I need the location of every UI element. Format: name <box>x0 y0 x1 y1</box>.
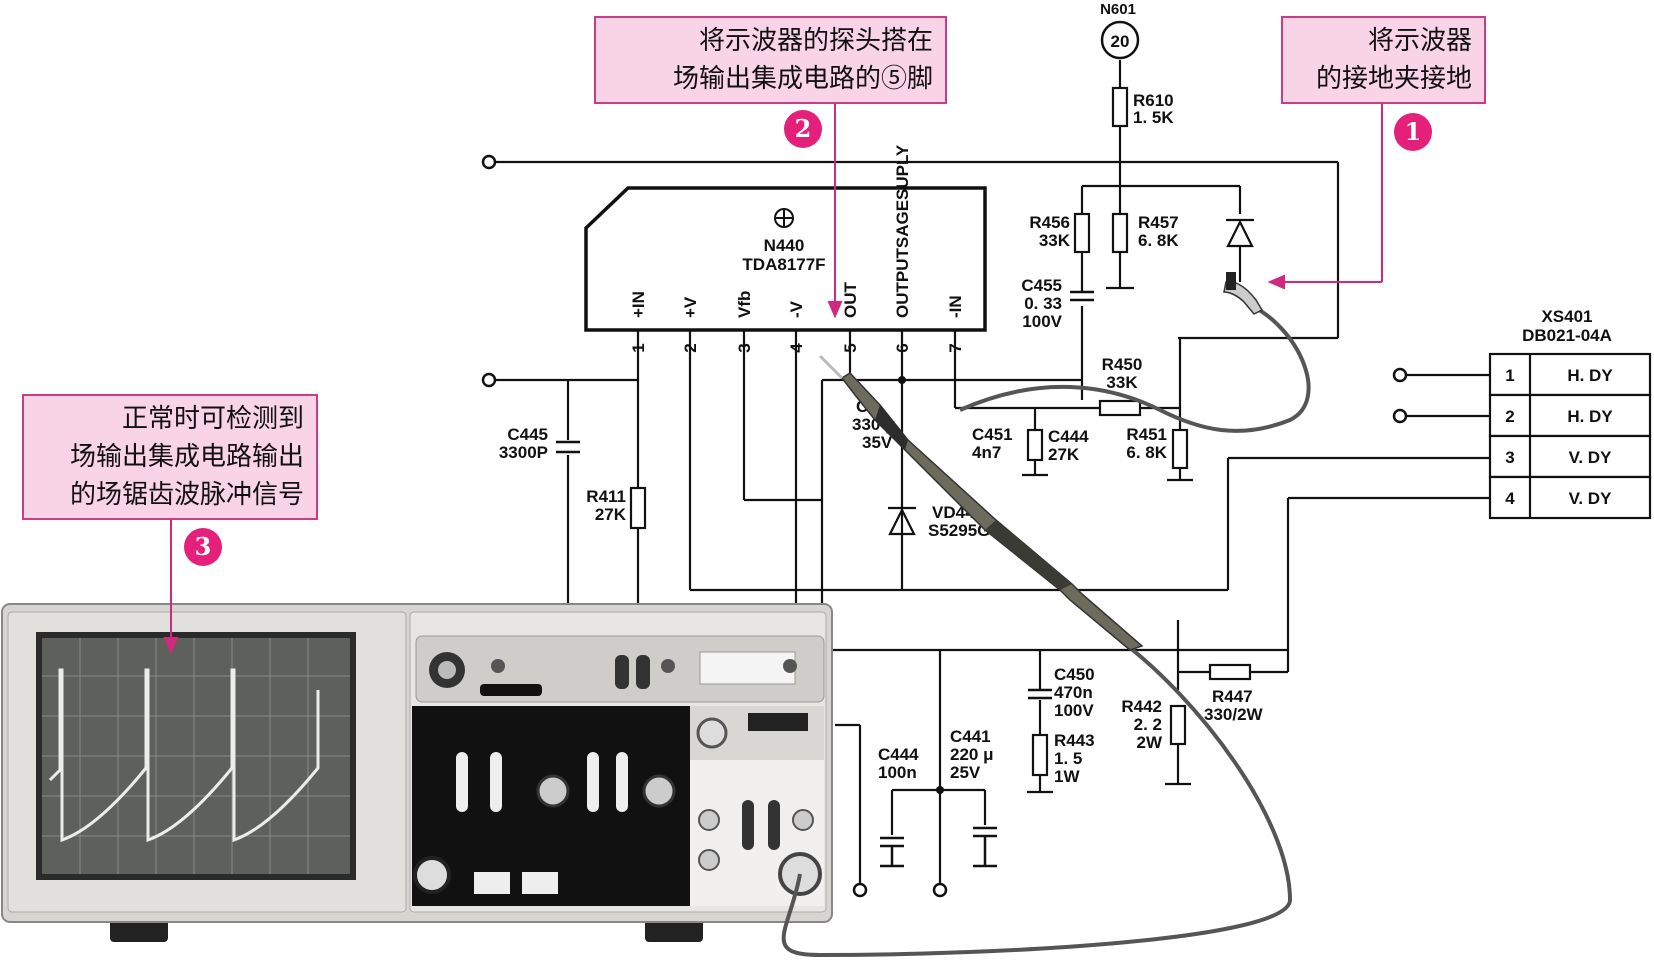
component-label-r456: R456 <box>1029 213 1070 232</box>
component-label-c450: 100V <box>1054 701 1094 720</box>
component-label-r447: R447 <box>1212 687 1253 706</box>
svg-text:20: 20 <box>1111 32 1130 51</box>
component-label-vd44: S5295G <box>928 521 990 540</box>
component-label-r443: R443 <box>1054 731 1095 750</box>
connector-pin-number: 4 <box>1505 489 1515 508</box>
wires <box>481 60 1490 898</box>
ic-pin-number: 4 <box>787 343 806 353</box>
ic-pin-name: Vfb <box>735 291 754 318</box>
callout-waveform: 正常时可检测到 场输出集成电路输出 的场锯齿波脉冲信号 <box>22 394 318 520</box>
callout-ground-clip: 将示波器 的接地夹接地 <box>1281 16 1486 104</box>
ic-pin-number: 3 <box>735 343 754 352</box>
component-label-c444a: C444 <box>1048 427 1089 446</box>
n601-pin: 20 N601 <box>1100 1 1140 60</box>
component-label-c451: C451 <box>972 425 1013 444</box>
ground-clip <box>1223 272 1264 315</box>
svg-text:DB021-04A: DB021-04A <box>1522 326 1612 345</box>
svg-text:N440: N440 <box>764 236 805 255</box>
diodes <box>888 218 1254 536</box>
ic-pin-number: 2 <box>681 343 700 352</box>
component-label-r411: R411 <box>586 487 626 506</box>
component-label-r443: 1. 5 <box>1054 749 1082 768</box>
sawtooth-trace <box>48 668 320 843</box>
component-label-r450: 33K <box>1106 373 1138 392</box>
component-label-r447: 330/2W <box>1204 705 1264 724</box>
component-label-r456: 33K <box>1039 231 1071 250</box>
component-label-c444b: 100n <box>878 763 917 782</box>
component-label-r451: R451 <box>1126 425 1167 444</box>
component-label-r443: 1W <box>1054 767 1080 786</box>
ic-pin-number: 7 <box>946 343 965 352</box>
connector-block: XS401 DB021-04A 1 H. DY 2 H. DY 3 V. DY 4 V. DY <box>1488 307 1652 520</box>
component-label-r451: 6. 8K <box>1126 443 1167 462</box>
ic-pin-number: 5 <box>841 343 860 352</box>
resistors <box>629 86 1252 777</box>
ic-pin-name: -V <box>787 300 806 318</box>
callout-pointers <box>163 104 1383 655</box>
connector-row <box>1488 434 1652 479</box>
component-label-c441: C441 <box>950 727 991 746</box>
connector-row <box>1488 393 1652 438</box>
ic-pin-name: +V <box>681 296 700 318</box>
svg-text:TDA8177F: TDA8177F <box>742 255 825 274</box>
ic-pin-number: 6 <box>893 343 912 352</box>
component-label-r610: R610 <box>1133 91 1174 110</box>
component-label-r457: R457 <box>1138 213 1179 232</box>
component-label-c450: C450 <box>1054 665 1095 684</box>
connector-pin-name: H. DY <box>1567 366 1613 385</box>
component-label-c445: 3300P <box>499 443 548 462</box>
callout-probe-pin5: 将示波器的探头搭在 场输出集成电路的⑤脚 <box>594 16 947 104</box>
component-label-c4xx: 35V <box>862 433 893 452</box>
ic-pin-name: OUT <box>841 282 860 319</box>
ic-pin-name: OUTPUTSAGESUPLY <box>893 144 912 318</box>
svg-text:XS401: XS401 <box>1541 307 1592 326</box>
component-label-c455: C455 <box>1021 276 1062 295</box>
svg-text:N601: N601 <box>1100 1 1136 18</box>
component-label-c451: 4n7 <box>972 443 1001 462</box>
component-label-r610: 1. 5K <box>1133 108 1174 127</box>
component-label-r450: R450 <box>1102 355 1143 374</box>
ic-pin-name: -IN <box>946 295 965 318</box>
component-label-c444b: C444 <box>878 745 919 764</box>
connector-pin-name: H. DY <box>1567 407 1613 426</box>
connector-pin-name: V. DY <box>1569 489 1613 508</box>
component-label-c455: 100V <box>1022 312 1062 331</box>
probe <box>818 354 1144 651</box>
connector-pin-number: 1 <box>1505 366 1514 385</box>
component-label-r442: R442 <box>1121 697 1162 716</box>
component-label-r411: 27K <box>595 505 627 524</box>
component-label-c455: 0. 33 <box>1024 294 1062 313</box>
step-badge-2: 2 <box>784 110 822 148</box>
component-label-c444a: 27K <box>1048 445 1080 464</box>
step-badge-1: 1 <box>1394 113 1432 151</box>
probe-cables <box>781 304 1311 958</box>
component-label-c450: 470n <box>1054 683 1093 702</box>
component-label-r442: 2. 2 <box>1134 715 1162 734</box>
component-label-r457: 6. 8K <box>1138 231 1179 250</box>
component-label-c445: C445 <box>507 425 548 444</box>
connector-pin-name: V. DY <box>1569 448 1613 467</box>
step-badge-3: 3 <box>184 528 222 566</box>
component-label-c441: 25V <box>950 763 981 782</box>
connector-pin-number: 3 <box>1505 448 1514 467</box>
component-label-r442: 2W <box>1137 733 1163 752</box>
capacitors <box>556 290 1094 868</box>
ic-pin-name: +IN <box>629 291 648 318</box>
ic-pin-number: 1 <box>629 343 648 352</box>
ic-body: N440 TDA8177F +IN +V Vfb -V OUT OUTPUTSAGESUP… <box>584 144 987 353</box>
scope-grid <box>42 638 350 874</box>
oscilloscope <box>1 603 833 942</box>
connector-row <box>1488 475 1652 520</box>
component-label-c441: 220 μ <box>950 745 994 764</box>
connector-pin-number: 2 <box>1505 407 1514 426</box>
